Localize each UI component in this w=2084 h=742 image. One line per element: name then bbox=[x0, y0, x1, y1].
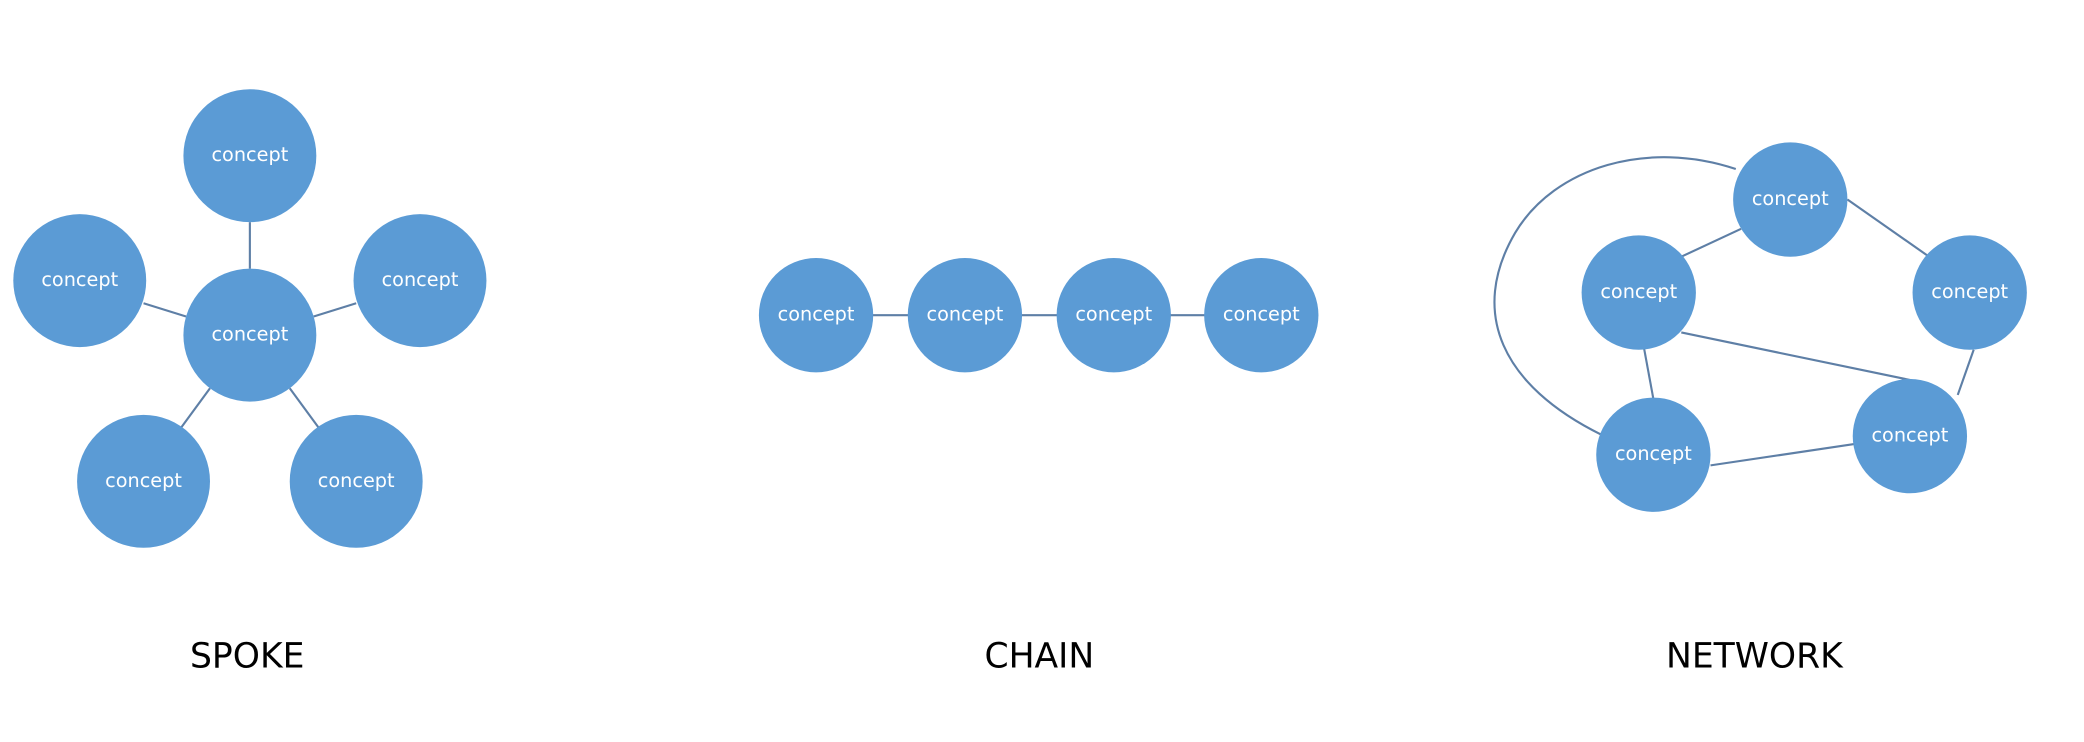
network-node-bottom-right: concept bbox=[1852, 378, 1968, 494]
node-label: concept bbox=[1223, 303, 1300, 326]
chain-diagram: concept concept concept concept CHAIN bbox=[758, 258, 1319, 676]
chain-title: CHAIN bbox=[984, 636, 1094, 676]
network-title: NETWORK bbox=[1666, 636, 1844, 676]
chain-node: concept bbox=[758, 258, 874, 373]
network-edge bbox=[1846, 198, 1928, 257]
node-label: concept bbox=[1871, 424, 1948, 447]
spoke-diagram: concept concept concept concept concept … bbox=[13, 89, 487, 676]
network-curved-edge bbox=[1493, 156, 1737, 436]
network-node-left: concept bbox=[1581, 235, 1696, 350]
chain-node: concept bbox=[1056, 258, 1171, 373]
network-node-top: concept bbox=[1733, 142, 1848, 257]
spoke-node-right: concept bbox=[353, 214, 487, 348]
network-edge bbox=[1643, 348, 1655, 400]
spoke-edge bbox=[179, 387, 211, 429]
spoke-node-top: concept bbox=[183, 89, 317, 223]
node-label: concept bbox=[105, 469, 182, 492]
node-label: concept bbox=[41, 268, 118, 291]
network-node-right: concept bbox=[1912, 235, 2027, 350]
node-label: concept bbox=[382, 268, 459, 291]
node-label: concept bbox=[778, 303, 855, 326]
node-label: concept bbox=[1615, 442, 1692, 465]
spoke-edge bbox=[288, 387, 320, 429]
node-label: concept bbox=[1600, 280, 1677, 303]
node-label: concept bbox=[211, 323, 288, 346]
node-label: concept bbox=[926, 303, 1003, 326]
chain-node: concept bbox=[907, 258, 1023, 373]
network-edge bbox=[1681, 331, 1925, 385]
spoke-node-bottom-right: concept bbox=[289, 414, 423, 548]
node-label: concept bbox=[1752, 187, 1829, 210]
network-edge bbox=[1956, 349, 1975, 396]
spoke-title: SPOKE bbox=[190, 636, 304, 676]
chain-node: concept bbox=[1204, 258, 1319, 373]
spoke-node-center: concept bbox=[183, 268, 317, 402]
node-label: concept bbox=[211, 143, 288, 166]
network-edge bbox=[1710, 443, 1855, 467]
node-label: concept bbox=[1075, 303, 1152, 326]
node-label: concept bbox=[1931, 280, 2008, 303]
spoke-node-left: concept bbox=[13, 214, 147, 348]
node-label: concept bbox=[318, 469, 395, 492]
network-node-bottom-left: concept bbox=[1596, 397, 1711, 512]
spoke-edge bbox=[143, 302, 187, 318]
spoke-edge bbox=[313, 302, 357, 318]
spoke-node-bottom-left: concept bbox=[77, 414, 210, 548]
network-diagram: concept concept concept concept concept … bbox=[1493, 142, 2027, 676]
network-edge bbox=[1680, 227, 1742, 258]
